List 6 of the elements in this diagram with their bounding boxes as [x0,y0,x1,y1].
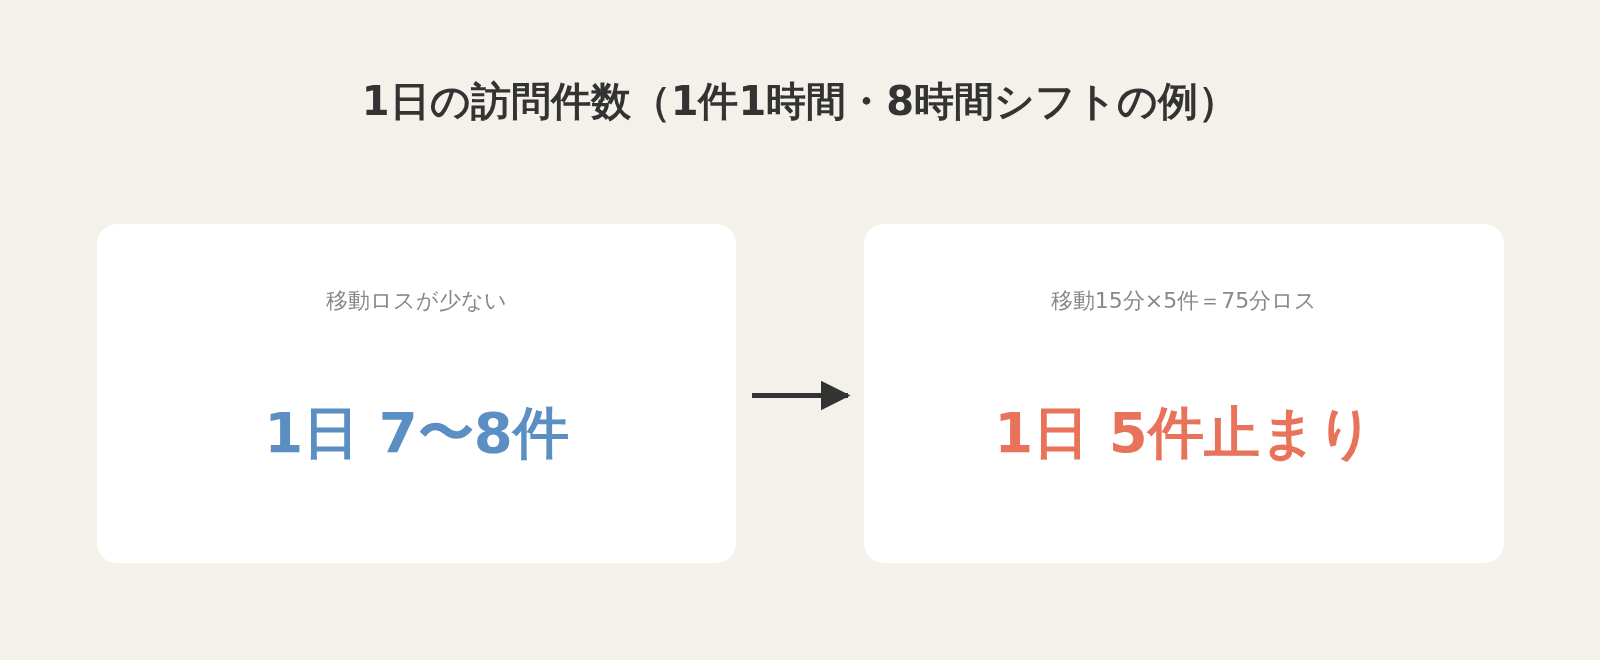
diagram-title: 1日の訪問件数（1件1時間・8時間シフトの例） [360,77,1240,126]
arrow [752,380,851,411]
card-note: 移動15分×5件＝75分ロス [1049,287,1319,315]
card-note: 移動ロスが少ない [325,287,508,315]
card-value: 1日 5件止まり [993,399,1375,467]
card-value: 1日 7〜8件 [263,399,570,467]
